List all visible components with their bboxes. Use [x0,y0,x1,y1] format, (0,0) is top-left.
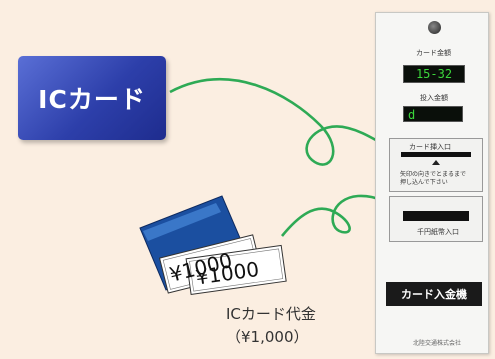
ic-card-label: ICカード [38,85,146,114]
card-direction-arrow-icon [432,160,440,165]
card-slot-panel [389,138,483,192]
card-slot[interactable] [401,152,471,157]
card-balance-label: カード金額 [416,49,451,57]
inserted-amount-label: 投入金額 [420,94,448,102]
bill-slot-label: 千円紙幣入口 [417,228,459,236]
card-arrow [169,78,410,166]
caption-line-1: ICカード代金 [226,305,316,323]
card-slot-label: カード挿入口 [409,143,451,151]
caption-line-2: （¥1,000） [226,328,309,346]
inserted-amount-display: d [403,106,463,122]
machine-title-text: カード入金機 [401,288,467,301]
price-caption: ICカード代金 （¥1,000） [226,303,316,349]
bill-arrow [280,193,410,237]
card-slot-note-2: 押し込んで下さい [400,179,448,186]
card-slot-note-1: 矢印の向きでとまるまで [400,171,467,178]
banknote-front [185,244,287,296]
key-lock-icon [428,21,441,34]
machine-footer-text: 北陸交通株式会社 [413,340,462,347]
ic-card: ICカード [18,56,166,140]
machine-title-badge: カード入金機 [386,282,482,306]
card-balance-display: 15-32 [403,65,465,83]
bill-slot[interactable] [403,211,469,221]
